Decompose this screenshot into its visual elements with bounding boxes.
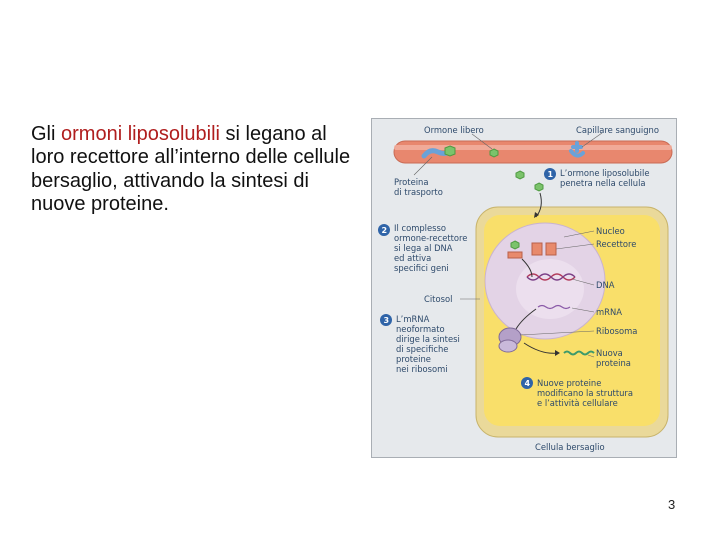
- label-transport-protein-2: di trasporto: [394, 187, 443, 197]
- new-protein-chain: [563, 350, 595, 356]
- receptor-free-1: [531, 242, 543, 256]
- label-step2-line1: Il complesso: [394, 223, 446, 233]
- step-1-badge: 1: [544, 168, 556, 180]
- ribosome-small-subunit: [498, 339, 518, 353]
- label-step3-line6: nei ribosomi: [396, 364, 448, 374]
- label-step3-line1: L’mRNA: [396, 314, 430, 324]
- receptor-free-2: [545, 242, 557, 256]
- diagram-svg: Ormone libero Capillare sanguigno Protei…: [378, 125, 673, 452]
- label-nucleus: Nucleo: [596, 226, 625, 236]
- leader-new-protein: [587, 354, 595, 358]
- leader-free-hormone: [471, 133, 493, 150]
- entry-arrow-head: [534, 212, 539, 218]
- label-step2-line5: specifici geni: [394, 263, 449, 273]
- label-step3-line4: di specifiche: [396, 344, 448, 354]
- hormone-entering-cell: [534, 182, 544, 192]
- leader-transport-protein: [413, 156, 433, 176]
- hormone-receptor-hormone: [510, 240, 520, 250]
- label-capillary: Capillare sanguigno: [576, 125, 659, 135]
- label-ribosome: Ribosoma: [596, 326, 637, 336]
- empty-transport-protein: [569, 141, 585, 158]
- label-receptor: Recettore: [596, 239, 636, 249]
- leader-mrna: [571, 307, 595, 313]
- hormone-mechanism-diagram: Ormone libero Capillare sanguigno Protei…: [371, 118, 677, 458]
- label-step2-line4: ed attiva: [394, 253, 431, 263]
- label-dna: DNA: [596, 280, 615, 290]
- label-step2-line3: si lega al DNA: [394, 243, 453, 253]
- receptor-bound: [507, 251, 523, 259]
- hormone-leaving-capillary: [515, 170, 525, 180]
- svg-text:2: 2: [382, 226, 388, 235]
- nucleolus-shading: [516, 259, 584, 319]
- label-target-cell: Cellula bersaglio: [535, 442, 605, 452]
- step-4-badge: 4: [521, 377, 533, 389]
- svg-text:4: 4: [525, 379, 531, 388]
- label-step2-line2: ormone-recettore: [394, 233, 467, 243]
- label-step4-line3: e l’attività cellulare: [537, 398, 618, 408]
- label-step3-line5: proteine: [396, 354, 431, 364]
- leader-ribosome: [519, 330, 595, 336]
- complex-to-dna-arrow: [521, 258, 533, 278]
- svg-text:3: 3: [384, 316, 390, 325]
- mrna-exit-arrow: [515, 308, 537, 330]
- label-transport-protein-1: Proteina: [394, 177, 429, 187]
- bound-hormone: [444, 145, 456, 157]
- label-step1-line1: L’ormone liposolubile: [560, 168, 650, 178]
- label-step3-line2: neoformato: [396, 324, 445, 334]
- text-part-2: si legano al loro recettore all’interno …: [31, 123, 351, 215]
- step-2-badge: 2: [378, 224, 390, 236]
- label-cytosol: Citosol: [424, 294, 452, 304]
- step-3-badge: 3: [380, 314, 392, 326]
- label-new-protein-1: Nuova: [596, 348, 623, 358]
- free-hormone: [489, 148, 499, 158]
- label-step4-line1: Nuove proteine: [537, 378, 601, 388]
- capillary-highlight: [394, 145, 672, 150]
- leader-nucleus: [563, 230, 595, 238]
- mrna-strand: [537, 304, 571, 310]
- leader-dna: [571, 278, 595, 286]
- label-new-protein-2: proteina: [596, 358, 631, 368]
- svg-text:1: 1: [548, 170, 554, 179]
- label-step4-line2: modificano la struttura: [537, 388, 633, 398]
- dna-strand-2: [526, 273, 576, 281]
- text-part-1: Gli: [31, 123, 61, 145]
- highlight-lipophilic-hormones: ormoni liposolubili: [61, 123, 220, 145]
- leader-capillary: [581, 132, 603, 148]
- page-number: 3: [668, 497, 676, 512]
- label-free-hormone: Ormone libero: [424, 125, 484, 135]
- slide-body-text: Gli ormoni liposolubili si legano al lor…: [31, 123, 351, 216]
- label-step1-line2: penetra nella cellula: [560, 178, 646, 188]
- leader-receptor: [555, 243, 595, 250]
- protein-arrow-head: [555, 350, 560, 356]
- label-step3-line3: dirige la sintesi: [396, 334, 460, 344]
- label-mrna: mRNA: [596, 307, 622, 317]
